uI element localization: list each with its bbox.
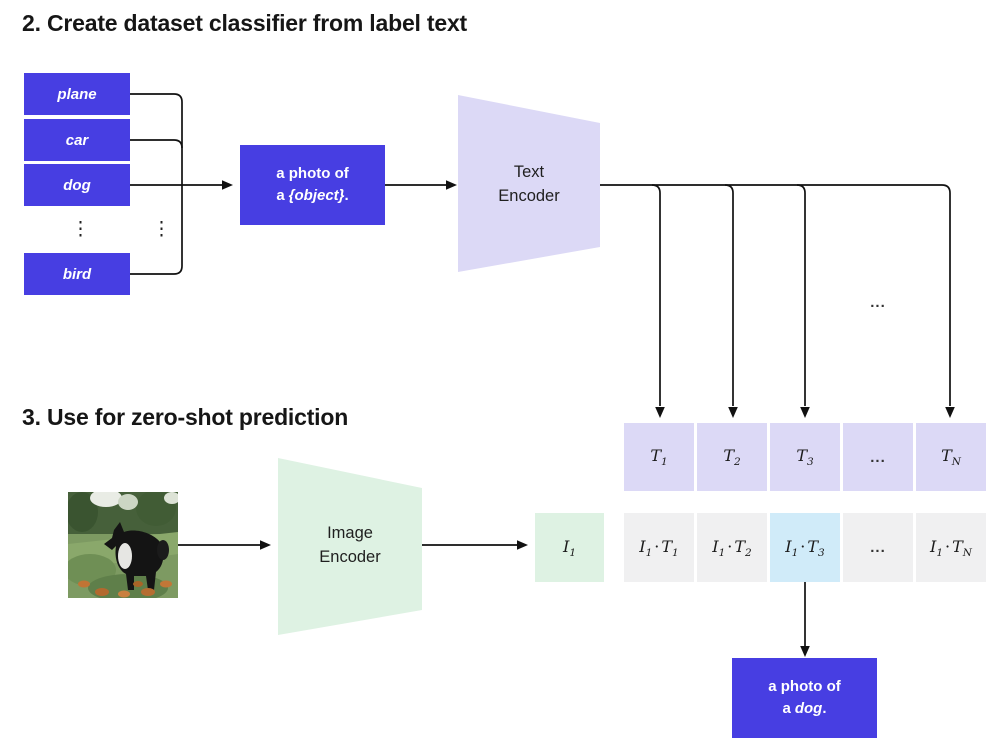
i1-embedding-cell: I1: [535, 513, 604, 582]
class-label-bird: bird: [24, 253, 130, 295]
tn-embedding-cell: TN: [916, 423, 986, 491]
text-encoder-label: Text Encoder: [498, 163, 560, 205]
arrowhead-right-icon: [517, 540, 528, 550]
class-label-text: car: [65, 131, 89, 149]
arrowhead-right-icon: [260, 540, 271, 550]
arrowhead-down-icon: [945, 407, 955, 418]
arrowhead-down-icon: [728, 407, 738, 418]
dog-photo-image: [64, 489, 180, 602]
section-3-title: 3. Use for zero-shot prediction: [22, 404, 349, 430]
class-label-text: dog: [63, 176, 91, 194]
similarity-cell-i1t3-highlighted: I1·T3: [770, 513, 840, 582]
prediction-object: dog: [794, 700, 823, 717]
similarity-cell-i1tn: I1·TN: [916, 513, 986, 582]
arrowhead-down-icon: [800, 407, 810, 418]
prompt-line2: a{object}.: [276, 187, 349, 204]
t3-embedding-cell: T3: [770, 423, 840, 491]
arrowhead-down-icon: [800, 646, 810, 657]
text-encoder-shape: [458, 95, 600, 272]
class-label-text: plane: [57, 85, 97, 103]
t1-embedding-cell: T1: [624, 423, 694, 491]
connector-lines: [130, 93, 951, 647]
branch-t2: [724, 184, 734, 406]
branch-t1: [651, 184, 661, 406]
prompt-object-placeholder: {object}: [288, 187, 345, 204]
class-label-car: car: [24, 119, 130, 161]
class-label-dog: dog: [24, 164, 130, 206]
plane-connector: [130, 93, 183, 103]
t-ellipsis-cell: ...: [843, 423, 913, 491]
text-encoder-output-rail: [600, 184, 951, 406]
similarity-cell-i1t2: I1·T2: [697, 513, 767, 582]
image-encoder-label: Image Encoder: [319, 524, 381, 566]
class-labels-vertical-ellipsis: ⋮: [71, 219, 90, 240]
car-connector: [130, 139, 183, 149]
section-2-title: 2. Create dataset classifier from label …: [22, 10, 468, 36]
image-encoder-shape: [278, 458, 422, 635]
arrowhead-down-icon: [655, 407, 665, 418]
branch-t3: [796, 184, 806, 406]
similarity-ellipsis-cell: ...: [843, 513, 913, 582]
t2-embedding-cell: T2: [697, 423, 767, 491]
prompt-line1: a photo of: [276, 165, 349, 182]
branch-ellipsis: ...: [870, 294, 886, 311]
arrowhead-right-icon: [446, 180, 457, 190]
prompt-template-box: a photo of a{object}.: [240, 145, 385, 225]
prediction-line1: a photo of: [768, 678, 841, 695]
bracket-vertical-ellipsis: ⋮: [152, 219, 171, 240]
class-label-text: bird: [62, 265, 92, 283]
similarity-cell-i1t1: I1·T1: [624, 513, 694, 582]
dog-photo: [64, 489, 180, 603]
arrowheads: [222, 180, 955, 657]
bird-connector: [130, 265, 183, 275]
arrowhead-right-icon: [222, 180, 233, 190]
class-label-plane: plane: [24, 73, 130, 115]
